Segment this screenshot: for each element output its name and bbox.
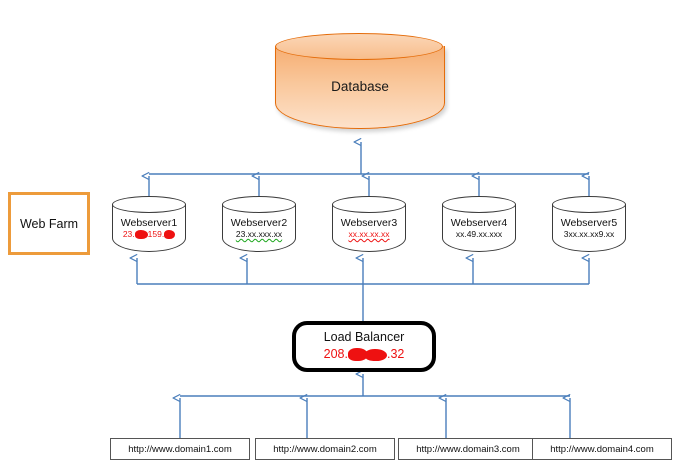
domain-box-2[interactable]: http://www.domain2.com [255, 438, 395, 460]
database-cylinder-top [275, 33, 443, 60]
domain-url: http://www.domain4.com [550, 443, 654, 455]
webserver-cylinder-top [112, 196, 186, 213]
domain-url: http://www.domain2.com [273, 443, 377, 455]
load-balancer-ip-address: 208..32 [323, 347, 405, 362]
domain-box-1[interactable]: http://www.domain1.com [110, 438, 250, 460]
webserver-node-1[interactable]: Webserver1 23.159. [112, 196, 188, 254]
domain-url: http://www.domain3.com [416, 443, 520, 455]
redaction-mark [164, 230, 176, 240]
web-farm-label: Web Farm [19, 216, 79, 231]
load-balancer-node[interactable]: Load Balancer 208..32 [292, 321, 436, 372]
webserver-cylinder-top [222, 196, 296, 213]
webserver-cylinder-top [552, 196, 626, 213]
webserver-name: Webserver3 [340, 217, 398, 229]
redaction-mark [364, 348, 387, 361]
database-label: Database [331, 79, 389, 94]
webserver-cylinder-top [442, 196, 516, 213]
webserver-name: Webserver2 [230, 217, 288, 229]
webserver-ip-address: 23.159. [112, 229, 186, 240]
webserver-ip-address: 3xx.xx.xx9.xx [563, 229, 615, 239]
webserver-node-2[interactable]: Webserver2 23.xx.xxx.xx [222, 196, 298, 254]
webserver-node-5[interactable]: Webserver5 3xx.xx.xx9.xx [552, 196, 628, 254]
redaction-mark [134, 230, 148, 240]
load-balancer-label: Load Balancer [323, 330, 405, 344]
domain-url: http://www.domain1.com [128, 443, 232, 455]
webserver-ip-address: xx.49.xx.xxx [455, 229, 503, 239]
webserver-node-4[interactable]: Webserver4 xx.49.xx.xxx [442, 196, 518, 254]
webserver-cylinder-top [332, 196, 406, 213]
webserver-ip-address: 23.xx.xxx.xx [235, 229, 283, 239]
webserver-name: Webserver4 [450, 217, 508, 229]
redaction-mark [347, 348, 368, 362]
database-node[interactable]: Database [275, 33, 447, 135]
webserver-node-3[interactable]: Webserver3 xx.xx.xx.xx [332, 196, 408, 254]
web-farm-label-box[interactable]: Web Farm [8, 192, 90, 255]
domain-box-3[interactable]: http://www.domain3.com [398, 438, 538, 460]
domain-box-4[interactable]: http://www.domain4.com [532, 438, 672, 460]
webserver-name: Webserver5 [560, 217, 618, 229]
webserver-ip-address: xx.xx.xx.xx [348, 229, 390, 239]
webserver-name: Webserver1 [120, 217, 178, 229]
